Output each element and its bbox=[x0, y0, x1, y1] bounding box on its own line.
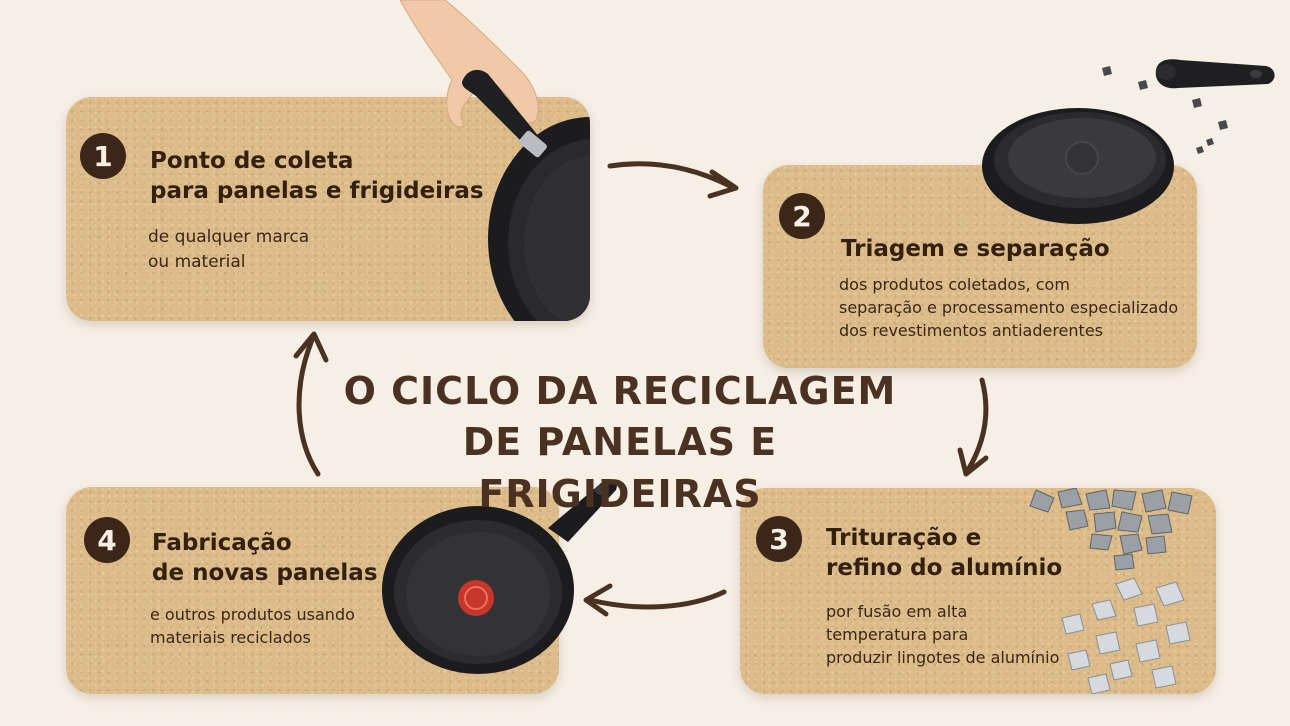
diagram-title: O CICLO DA RECICLAGEM DE PANELAS E FRIGI… bbox=[340, 366, 900, 520]
cycle-arrow-icon bbox=[296, 334, 326, 474]
thermo-spot-icon bbox=[458, 580, 494, 616]
frying-pan-icon bbox=[982, 108, 1174, 224]
cycle-arrow-icon bbox=[610, 164, 736, 196]
pan-handle-icon bbox=[1156, 59, 1275, 88]
hand-icon bbox=[400, 0, 538, 127]
cycle-arrow-icon bbox=[586, 586, 724, 614]
cycle-arrow-icon bbox=[960, 380, 986, 474]
